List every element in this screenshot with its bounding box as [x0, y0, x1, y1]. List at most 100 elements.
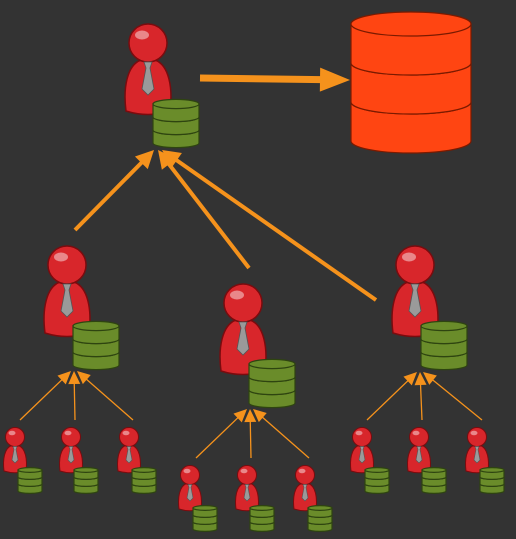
- person-head-highlight: [470, 430, 478, 436]
- person-head: [128, 23, 168, 63]
- leaf-node-1-2: [59, 427, 99, 494]
- tie-icon: [301, 484, 309, 502]
- person-icon: [465, 427, 489, 474]
- person-icon: [350, 427, 374, 474]
- database-icon: [421, 467, 447, 494]
- arrow-shaft: [174, 158, 378, 302]
- database-layer-top: [421, 467, 447, 474]
- person-head-highlight: [355, 430, 363, 436]
- person-head: [61, 427, 81, 447]
- person-head-highlight: [122, 430, 130, 436]
- arrow-shaft: [73, 160, 144, 232]
- person-head: [223, 283, 263, 323]
- arrow-head: [233, 409, 247, 423]
- database-layer: [350, 101, 472, 154]
- person-icon: [178, 465, 202, 512]
- person-head: [395, 245, 435, 285]
- arrow-shaft: [431, 379, 483, 421]
- arrow-leaf-3-2-to-mid: [414, 372, 427, 421]
- person-head-highlight: [240, 468, 248, 474]
- arrow-head: [158, 150, 177, 170]
- arrow-shaft: [73, 382, 76, 421]
- nodes-layer: [3, 11, 505, 532]
- arrow-leaf-1-2-to-mid: [68, 371, 81, 421]
- database-layer-top: [17, 467, 43, 474]
- database-icon: [249, 505, 275, 532]
- mid-node-1: [43, 245, 120, 371]
- leaf-node-2-3: [293, 465, 333, 532]
- database-icon: [420, 320, 468, 371]
- arrow-head: [244, 409, 257, 423]
- arrow-head: [423, 372, 437, 385]
- person-head: [237, 465, 257, 485]
- database-icon: [479, 467, 505, 494]
- arrow-head: [403, 372, 417, 386]
- person-head-highlight: [402, 252, 416, 262]
- arrows-layer: [19, 67, 483, 459]
- leaf-node-3-1: [350, 427, 390, 494]
- tie-icon: [415, 446, 423, 464]
- person-head-highlight: [412, 430, 420, 436]
- tie-icon: [125, 446, 133, 464]
- tie-icon: [186, 484, 194, 502]
- database-icon: [73, 467, 99, 494]
- database-layer-top: [248, 358, 296, 370]
- person-icon: [293, 465, 317, 512]
- person-icon: [3, 427, 27, 474]
- database-icon: [248, 358, 296, 409]
- person-icon: [407, 427, 431, 474]
- arrow-shaft: [249, 420, 252, 459]
- tie-icon: [67, 446, 75, 464]
- database-layer-top: [420, 320, 468, 332]
- leaf-node-3-2: [407, 427, 447, 494]
- person-head-highlight: [298, 468, 306, 474]
- mid-node-3: [391, 245, 468, 371]
- database-layer-top: [364, 467, 390, 474]
- arrow-mid-center-to-top: [158, 150, 251, 270]
- arrow-head: [77, 371, 91, 385]
- arrow-leaf-2-3-to-mid: [253, 409, 310, 459]
- database-layer-top: [72, 320, 120, 332]
- person-head: [47, 245, 87, 285]
- database-icon: [307, 505, 333, 532]
- leaf-node-1-1: [3, 427, 43, 494]
- tie-icon: [11, 446, 19, 464]
- arrow-leaf-2-1-to-mid: [195, 409, 247, 459]
- person-head: [409, 427, 429, 447]
- database-icon: [364, 467, 390, 494]
- arrow-shaft: [261, 416, 310, 459]
- arrow-shaft: [195, 416, 239, 459]
- person-head: [180, 465, 200, 485]
- arrow-shaft: [19, 378, 63, 421]
- leaf-node-3-3: [465, 427, 505, 494]
- tie-icon: [236, 321, 250, 356]
- person-head: [352, 427, 372, 447]
- person-icon: [59, 427, 83, 474]
- arrow-leaf-1-3-to-mid: [77, 371, 134, 421]
- leaf-node-2-2: [235, 465, 275, 532]
- database-icon: [152, 98, 200, 149]
- database-layer-top: [131, 467, 157, 474]
- tie-icon: [60, 283, 74, 318]
- person-head-highlight: [183, 468, 191, 474]
- database-icon: [17, 467, 43, 494]
- arrow-head: [162, 150, 182, 168]
- person-head: [5, 427, 25, 447]
- arrow-leaf-1-1-to-mid: [19, 371, 71, 421]
- arrow-head: [253, 409, 267, 423]
- person-head-highlight: [230, 290, 244, 300]
- tie-icon: [141, 61, 155, 96]
- arrow-head: [319, 67, 350, 92]
- person-head-highlight: [8, 430, 16, 436]
- mid-node-2: [219, 283, 296, 409]
- person-head: [295, 465, 315, 485]
- database-layer: [350, 62, 472, 115]
- arrow-shaft: [366, 379, 409, 421]
- tie-icon: [473, 446, 481, 464]
- tie-icon: [358, 446, 366, 464]
- arrow-mid-left-to-top: [73, 150, 154, 232]
- arrow-shaft: [166, 162, 251, 270]
- database-layer-top: [152, 98, 200, 110]
- arrow-shaft: [85, 378, 134, 421]
- arrow-shaft: [199, 74, 322, 84]
